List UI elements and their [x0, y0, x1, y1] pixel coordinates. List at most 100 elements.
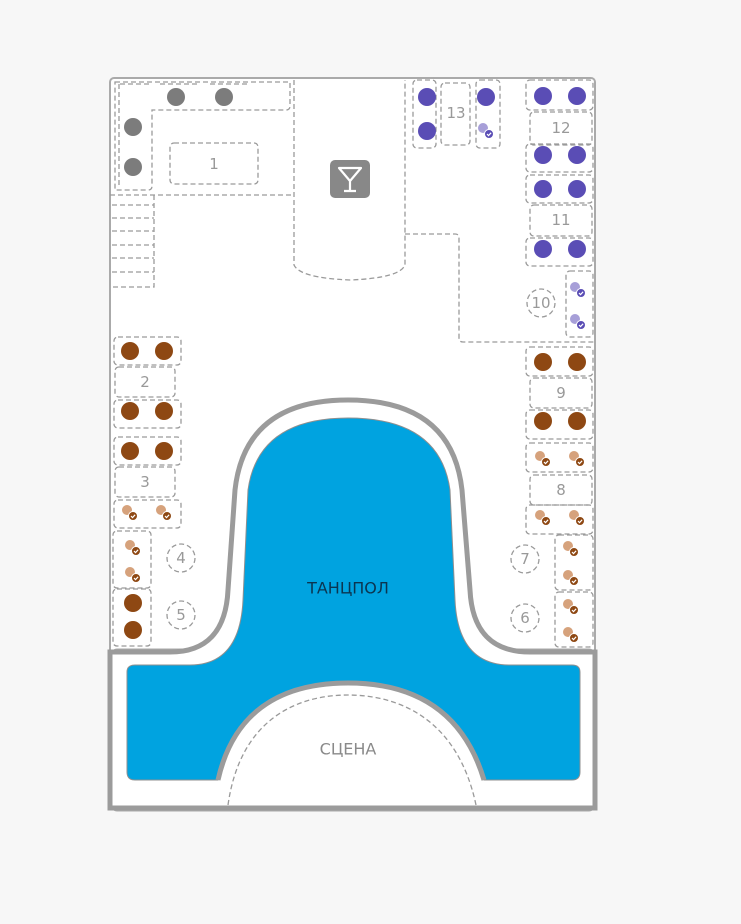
seat-dot[interactable] — [124, 118, 142, 136]
seat-available[interactable] — [155, 342, 173, 360]
seat-dot[interactable] — [155, 342, 173, 360]
bar[interactable] — [330, 160, 370, 198]
checkmark-icon — [571, 550, 577, 555]
seat-booked — [563, 627, 579, 643]
seat-available[interactable] — [167, 88, 185, 106]
seat-dot[interactable] — [418, 88, 436, 106]
seat-dot[interactable] — [121, 342, 139, 360]
seat-dot[interactable] — [568, 87, 586, 105]
seat-dot[interactable] — [534, 353, 552, 371]
seat-available[interactable] — [418, 122, 436, 140]
check-badge-icon — [576, 320, 586, 330]
seat-available[interactable] — [568, 180, 586, 198]
round-table — [166, 543, 196, 573]
seat-available[interactable] — [477, 88, 495, 106]
seat-available[interactable] — [124, 158, 142, 176]
seat-available[interactable] — [121, 402, 139, 420]
seat-dot[interactable] — [121, 402, 139, 420]
table-number: 10 — [531, 294, 550, 312]
check-badge-icon — [569, 547, 579, 557]
seat-dot[interactable] — [534, 240, 552, 258]
seat-available[interactable] — [534, 240, 552, 258]
stage-label[interactable]: СЦЕНА — [320, 740, 377, 759]
seat-dot[interactable] — [124, 594, 142, 612]
seat-available[interactable] — [534, 180, 552, 198]
check-badge-icon — [576, 288, 586, 298]
table-1[interactable]: 1 — [124, 88, 233, 176]
seat-dot[interactable] — [215, 88, 233, 106]
seat-available[interactable] — [568, 87, 586, 105]
seat-dot[interactable] — [155, 442, 173, 460]
round-table — [510, 603, 540, 633]
seat-dot[interactable] — [124, 158, 142, 176]
seat-available[interactable] — [124, 594, 142, 612]
seat-available[interactable] — [534, 412, 552, 430]
seat-dot[interactable] — [568, 240, 586, 258]
table-5[interactable]: 5 — [124, 594, 196, 639]
check-badge-icon — [575, 457, 585, 467]
table-number: 13 — [446, 104, 465, 122]
checkmark-icon — [578, 323, 584, 328]
seat-dot[interactable] — [155, 402, 173, 420]
seat-dot[interactable] — [418, 122, 436, 140]
seat-available[interactable] — [121, 442, 139, 460]
seat-dot[interactable] — [568, 180, 586, 198]
seat-available[interactable] — [568, 240, 586, 258]
seat-available[interactable] — [568, 353, 586, 371]
seat-dot[interactable] — [568, 353, 586, 371]
table-12[interactable]: 12 — [534, 87, 586, 164]
seat-available[interactable] — [568, 412, 586, 430]
seat-booked — [570, 314, 586, 330]
seat-dot[interactable] — [568, 412, 586, 430]
seat-dot[interactable] — [121, 442, 139, 460]
seat-dot[interactable] — [534, 412, 552, 430]
table-8[interactable]: 8 — [535, 451, 585, 526]
seat-dot[interactable] — [167, 88, 185, 106]
seat-available[interactable] — [124, 621, 142, 639]
seat-booked — [122, 505, 138, 521]
seat-dot[interactable] — [568, 146, 586, 164]
checkmark-icon — [571, 579, 577, 584]
seat-dot[interactable] — [124, 621, 142, 639]
check-badge-icon — [569, 576, 579, 586]
table-11[interactable]: 11 — [534, 180, 586, 258]
stage-edge — [227, 694, 477, 806]
seat-available[interactable] — [124, 118, 142, 136]
seat-available[interactable] — [534, 353, 552, 371]
seat-booked — [563, 541, 579, 557]
cocktail-icon — [337, 166, 363, 193]
seat-booked — [478, 123, 494, 139]
table-number: 1 — [209, 155, 219, 173]
table-10[interactable]: 10 — [526, 282, 586, 330]
seat-available[interactable] — [534, 87, 552, 105]
table-number: 5 — [176, 606, 186, 624]
checkmark-icon — [571, 636, 577, 641]
seat-available[interactable] — [568, 146, 586, 164]
seat-booked — [156, 505, 172, 521]
seat-available[interactable] — [215, 88, 233, 106]
table-13[interactable]: 13 — [418, 88, 495, 140]
table-6[interactable]: 6 — [510, 599, 579, 643]
seat-available[interactable] — [155, 442, 173, 460]
seat-available[interactable] — [155, 402, 173, 420]
seat-dot[interactable] — [534, 146, 552, 164]
seat-available[interactable] — [534, 146, 552, 164]
table-4[interactable]: 4 — [125, 540, 196, 583]
check-badge-icon — [569, 633, 579, 643]
seat-dot[interactable] — [477, 88, 495, 106]
table-3[interactable]: 3 — [121, 442, 173, 521]
seat-dot[interactable] — [534, 180, 552, 198]
seat-booked — [535, 451, 551, 467]
seat-dot[interactable] — [534, 87, 552, 105]
table-2[interactable]: 2 — [121, 342, 173, 420]
seat-available[interactable] — [418, 88, 436, 106]
table-number: 8 — [556, 481, 566, 499]
seat-available[interactable] — [121, 342, 139, 360]
checkmark-icon — [133, 576, 139, 581]
checkmark-icon — [571, 608, 577, 613]
table-number: 3 — [140, 473, 150, 491]
seat-booked — [570, 282, 586, 298]
table-9[interactable]: 9 — [534, 353, 586, 430]
table-7[interactable]: 7 — [510, 541, 579, 586]
